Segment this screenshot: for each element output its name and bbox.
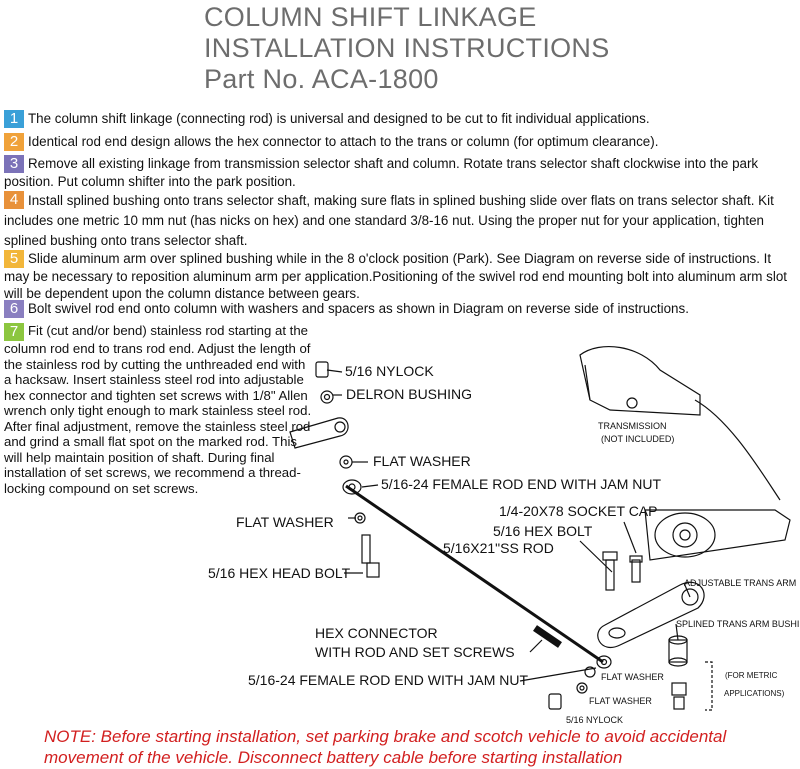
step-text: The column shift linkage (connecting rod… (28, 111, 650, 126)
label-transmission: TRANSMISSION (598, 421, 667, 431)
title-line-1: COLUMN SHIFT LINKAGE (204, 2, 537, 32)
label-splined-bushins: SPLINED TRANS ARM BUSHINS (676, 619, 800, 629)
label-nylock-top: 5/16 NYLOCK (345, 363, 434, 379)
delron-bushing (320, 390, 334, 404)
step-text: Slide aluminum arm over splined bushing … (4, 251, 787, 301)
label-hex-head-bolt: 5/16 HEX HEAD BOLT (208, 565, 351, 581)
step-badge: 6 (4, 300, 24, 318)
label-hex-connector-2: WITH ROD AND SET SCREWS (315, 644, 515, 660)
step-text: Fit (cut and/or bend) stainless rod star… (4, 323, 312, 496)
trans-arm-bracket (644, 509, 791, 561)
step-text: Identical rod end design allows the hex … (28, 134, 659, 149)
rod-end-top (342, 479, 362, 495)
label-socket-cap: 1/4-20X78 SOCKET CAP (499, 503, 657, 519)
step-badge: 5 (4, 250, 24, 268)
document-title: COLUMN SHIFT LINKAGE INSTALLATION INSTRU… (204, 2, 610, 95)
step-2: 2 Identical rod end design allows the hex… (4, 133, 794, 151)
ss-rod (345, 484, 604, 664)
label-female-rod-end-bottom: 5/16-24 FEMALE ROD END WITH JAM NUT (248, 672, 528, 688)
title-line-3: Part No. ACA-1800 (204, 64, 439, 94)
label-female-rod-end-top: 5/16-24 FEMALE ROD END WITH JAM NUT (381, 476, 661, 492)
step-text: Install splined bushing onto trans selec… (4, 193, 774, 248)
label-hex-bolt: 5/16 HEX BOLT (493, 523, 593, 539)
step-badge: 1 (4, 110, 24, 128)
safety-note: NOTE: Before starting installation, set … (44, 727, 727, 767)
step-badge: 7 (4, 323, 24, 341)
label-flat-washer-4: FLAT WASHER (589, 696, 652, 706)
label-hex-connector-1: HEX CONNECTOR (315, 625, 438, 641)
title-line-2: INSTALLATION INSTRUCTIONS (204, 33, 610, 63)
label-delron: DELRON BUSHING (346, 386, 472, 402)
step-text: Remove all existing linkage from transmi… (4, 156, 759, 189)
step-badge: 4 (4, 191, 24, 209)
label-not-included: (NOT INCLUDED) (601, 434, 674, 444)
step-badge: 2 (4, 133, 24, 151)
step-6: 6 Bolt swivel rod end onto column with wa… (4, 300, 794, 318)
transmission-outline (579, 346, 781, 501)
hex-bolt-right (602, 551, 618, 591)
column-arm (289, 417, 349, 449)
label-flat-washer-1: FLAT WASHER (373, 453, 471, 469)
hex-head-bolt-left (361, 534, 380, 578)
flat-washer-3 (584, 666, 596, 678)
flat-washer-4 (576, 682, 588, 694)
flat-washer-2 (354, 512, 366, 524)
label-for-metric: (FOR METRIC (725, 671, 778, 680)
label-adjustable-trans-arm: ADJUSTABLE TRANS ARM (684, 578, 796, 588)
label-applications: APPLICATIONS) (724, 689, 785, 698)
label-flat-washer-3: FLAT WASHER (601, 672, 664, 682)
label-nylock-bottom: 5/16 NYLOCK (566, 715, 623, 725)
step-1: 1 The column shift linkage (connecting ro… (4, 110, 794, 128)
label-ss-rod: 5/16X21"SS ROD (443, 540, 554, 556)
flat-washer-1 (339, 455, 353, 469)
socket-cap-bolt (629, 555, 643, 583)
step-text: Bolt swivel rod end onto column with was… (28, 301, 689, 316)
nylock-bottom (548, 693, 562, 710)
rod-end-bottom (596, 655, 612, 669)
adjustable-trans-arm (597, 581, 705, 648)
label-flat-washer-2: FLAT WASHER (236, 514, 334, 530)
step-badge: 3 (4, 155, 24, 173)
metric-nut (671, 682, 687, 710)
splined-bushing (668, 635, 688, 667)
nylock-top (315, 361, 329, 378)
